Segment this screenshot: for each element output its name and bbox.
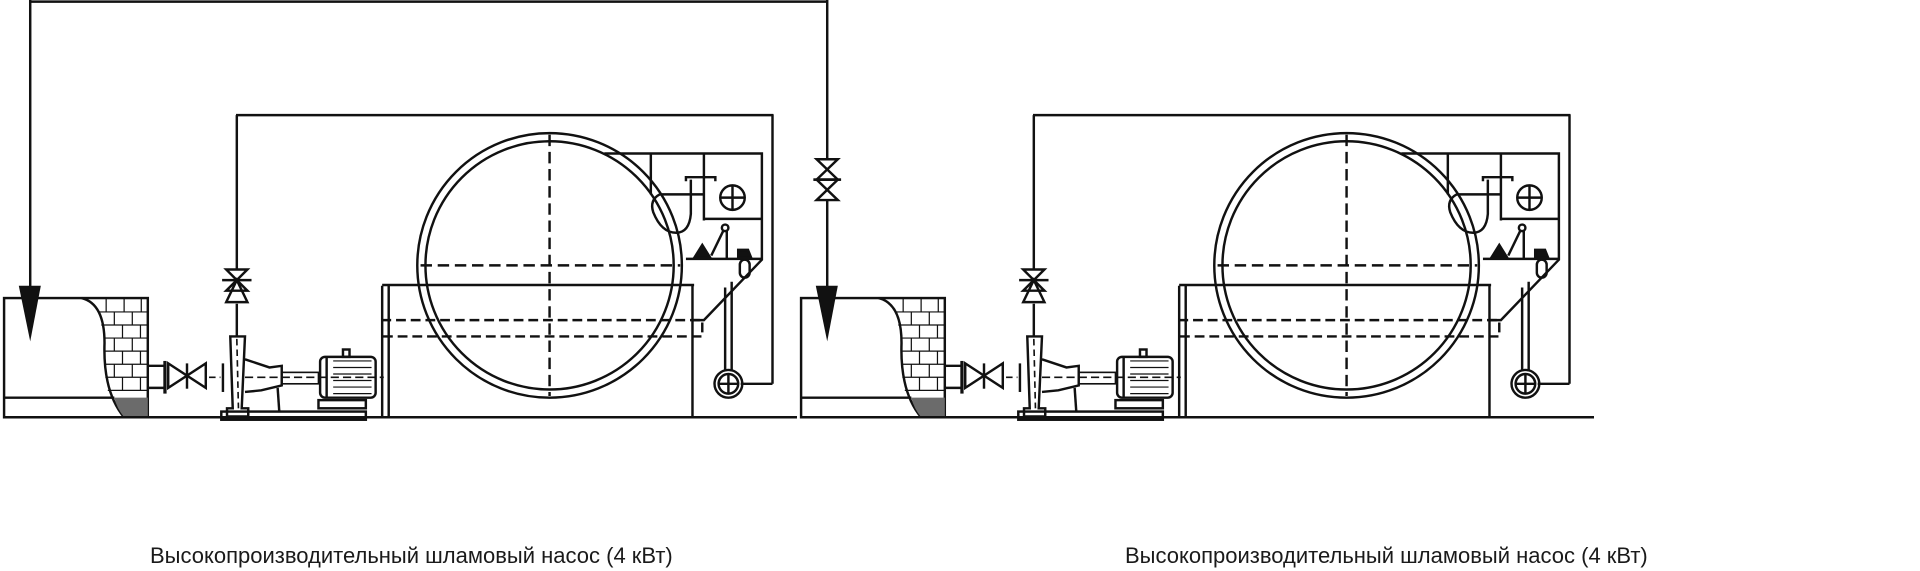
unit-1-caption: Высокопроизводительный шламовый насос (4… [150, 543, 673, 568]
unit-1 [2, 112, 799, 422]
unit-2-caption: Высокопроизводительный шламовый насос (4… [1125, 543, 1648, 568]
unit-2 [799, 112, 1596, 422]
return-pipe [28, 0, 842, 288]
